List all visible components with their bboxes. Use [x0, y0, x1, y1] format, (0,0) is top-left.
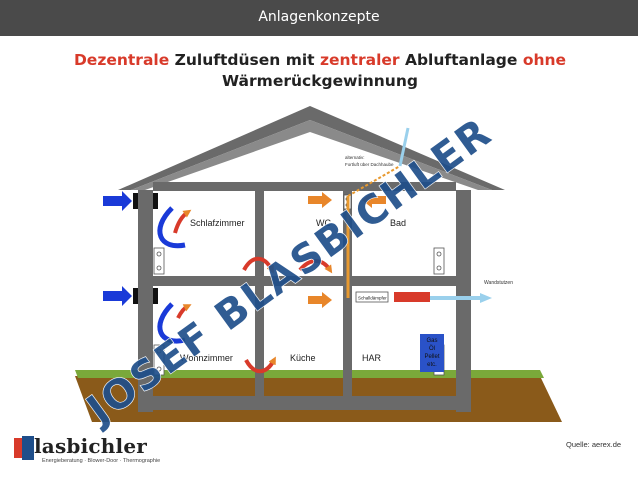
exhaust-arrow-bad: [362, 192, 386, 208]
exhaust-fan: [394, 292, 430, 302]
headline-part2: Zuluftdüsen mit: [169, 51, 320, 69]
logo-mark-icon: [14, 436, 34, 460]
headline-part5: ohne: [522, 51, 567, 69]
supply-flow-upper: [157, 206, 186, 249]
wall-right: [456, 190, 471, 412]
interior-wall-3: [255, 286, 264, 396]
supply-flow-upper-red: [173, 209, 192, 234]
logo-name: lasbichler: [34, 434, 147, 458]
overflow-arrow-2: [298, 259, 333, 274]
exhaust-arrow-wc: [308, 192, 332, 208]
interior-wall-4: [343, 286, 352, 396]
window-lower-left: [153, 344, 165, 376]
wall-outlet-label: Wandstutzen: [484, 280, 513, 286]
slide-headline: Dezentrale Zuluftdüsen mit zentraler Abl…: [50, 50, 590, 92]
room-label-bad: Bad: [390, 218, 406, 228]
supply-flow-lower-red: [176, 304, 192, 319]
outlet-arrow: [480, 293, 492, 303]
alternative-label-2: Fortluft über Dachhaube: [345, 162, 394, 167]
headline-part1: Dezentrale: [73, 51, 170, 69]
exhaust-arrow-kitchen: [308, 292, 332, 308]
ground-slab: [138, 396, 471, 410]
heater-line-2: Öl: [429, 345, 435, 352]
fan-box: [355, 291, 389, 303]
supply-nozzle-lower: [103, 286, 158, 306]
logo-tagline: Energieberatung · Blower-Door · Thermogr…: [42, 458, 161, 464]
company-logo: lasbichler Energieberatung · Blower-Door…: [12, 434, 182, 468]
overflow-arrow-3: [244, 356, 276, 374]
room-label-wohnzimmer: Wohnzimmer: [180, 353, 233, 363]
room-label-schlafzimmer: Schlafzimmer: [190, 218, 245, 228]
headline-part3: zentraler: [319, 51, 400, 69]
attic-floor: [153, 182, 456, 191]
heater-line-4: etc.: [427, 362, 437, 368]
room-label-wc: WC: [316, 218, 331, 228]
heater: [420, 334, 444, 372]
wall-left: [138, 190, 153, 412]
headline-line2: Wärmerückgewinnung: [222, 72, 418, 90]
exhaust-duct-roof-alt: [398, 127, 410, 167]
room-label-har: HAR: [362, 353, 382, 363]
heater-line-1: Gas: [426, 338, 437, 344]
overflow-arrow-1: [242, 256, 274, 274]
alternative-label-1: alternativ:: [345, 155, 365, 160]
headline-part4: Abluftanlage: [399, 51, 523, 69]
window-upper-left: [153, 247, 165, 275]
header-bar: Anlagenkonzepte: [0, 0, 638, 36]
middle-floor: [153, 276, 456, 286]
interior-wall-1: [255, 191, 264, 276]
fan-box-label: Schalldämpfer: [358, 296, 387, 301]
exhaust-duct-roof: [347, 165, 401, 197]
supply-nozzle-upper: [103, 191, 158, 211]
source-credit: Quelle: aerex.de: [566, 440, 622, 449]
window-upper-right: [433, 247, 445, 275]
supply-flow-lower: [157, 302, 186, 344]
header-title: Anlagenkonzepte: [258, 9, 380, 25]
heater-line-3: Pellet: [424, 354, 439, 360]
room-label-kueche: Küche: [290, 353, 316, 363]
